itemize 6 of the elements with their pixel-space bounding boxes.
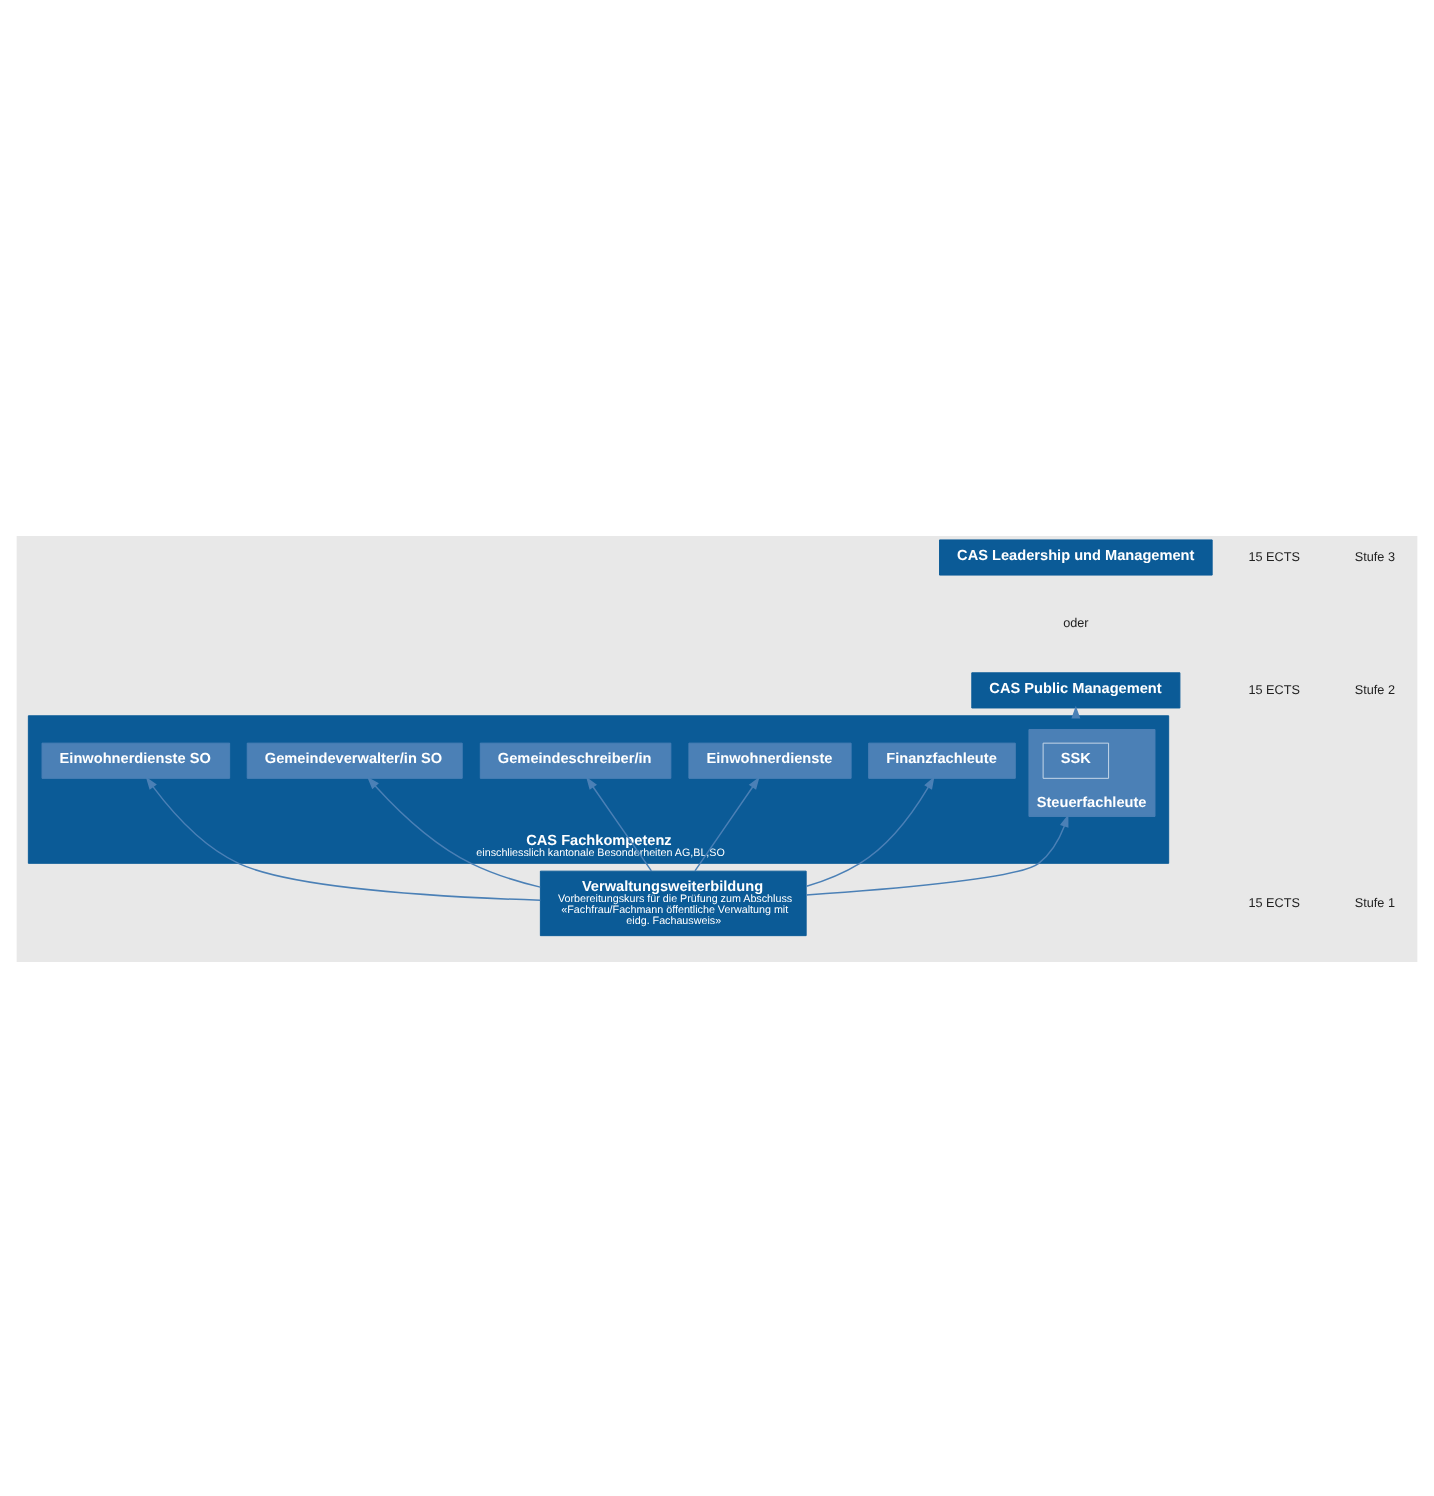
arrow [145,775,542,900]
arrow [694,775,760,871]
arrow [367,775,541,887]
arrow [586,775,653,871]
arrow [805,775,935,886]
arrow [805,813,1069,895]
